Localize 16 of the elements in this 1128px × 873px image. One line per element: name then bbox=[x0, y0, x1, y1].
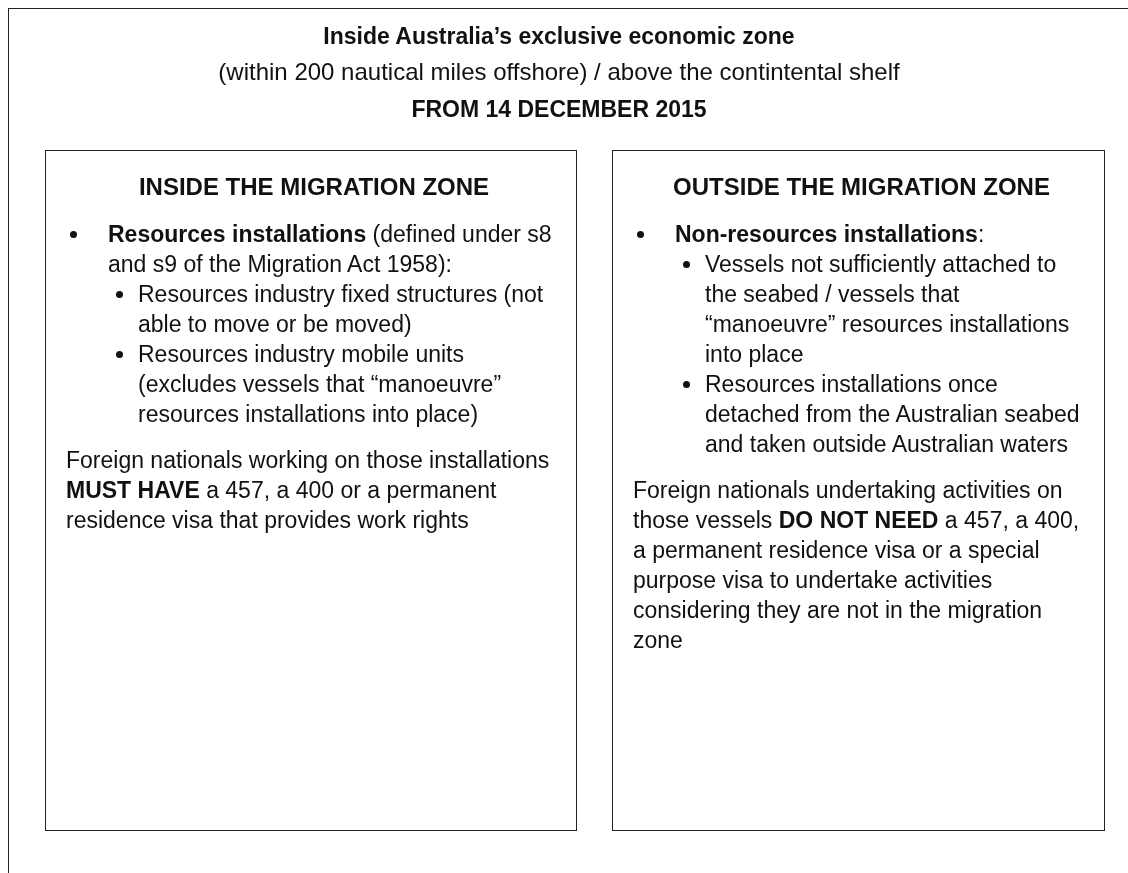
outer-frame bbox=[8, 8, 1128, 873]
zone-panel bbox=[612, 150, 1105, 831]
bullet-item: Resources industry fixed structures (not able to move or be moved) bbox=[114, 279, 562, 339]
panel-heading: INSIDE THE MIGRATION ZONE bbox=[137, 173, 491, 201]
body-paragraph: Foreign nationals working on those installations MUST HAVE a 457, a 400 or a permanent residence visa that provides work rights bbox=[66, 446, 551, 535]
zone-panel bbox=[45, 150, 577, 831]
subheading: (within 200 nautical miles offshore) / above the contintental shelf bbox=[217, 57, 901, 87]
bullet-item: Resources installations (defined under s8 and s9 of the Migration Act 1958): bbox=[66, 219, 562, 279]
heading: Inside Australia’s exclusive economic zone bbox=[322, 22, 796, 51]
bullet-item: Resources industry mobile units (excludes vessels that “manoeuvre” resources installations into place) bbox=[114, 339, 562, 429]
panel-heading: OUTSIDE THE MIGRATION ZONE bbox=[672, 173, 1051, 201]
bullet-item: Vessels not sufficiently attached to the seabed / vessels that “manoeuvre” resources installations into place bbox=[681, 249, 1090, 369]
bullet-item: Resources installations once detached from the Australian seabed and taken outside Australian waters bbox=[681, 369, 1090, 459]
body-paragraph: Foreign nationals undertaking activities on those vessels DO NOT NEED a 457, a 400, a permanent residence visa or a special purpose visa to undertake activities considering they are not in the migration zone bbox=[633, 476, 1081, 655]
date-heading: FROM 14 DECEMBER 2015 bbox=[410, 95, 708, 124]
bullet-item: Non-resources installations: bbox=[633, 219, 1090, 249]
